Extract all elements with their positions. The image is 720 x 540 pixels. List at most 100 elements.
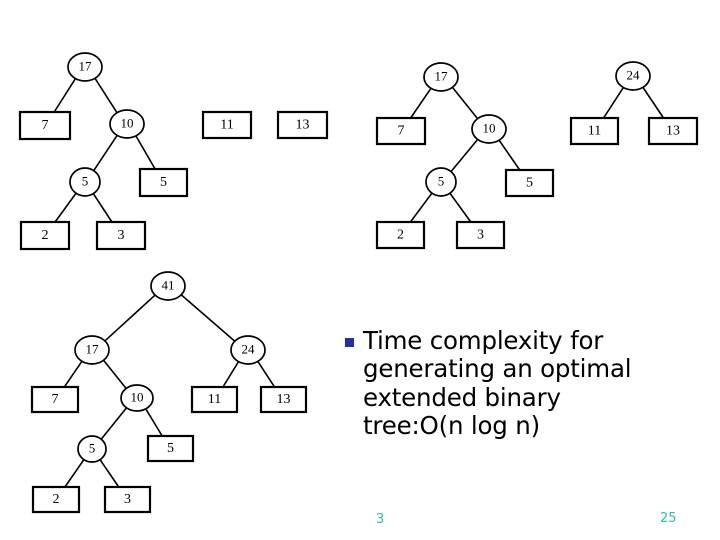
- tree-edge: [450, 138, 479, 173]
- leaf-node: 3: [103, 485, 152, 514]
- stage-3-final-tree: 41 17 24 7 10 11 13 5 5 2 3: [30, 271, 308, 514]
- tree-edge: [180, 293, 236, 343]
- internal-node: 5: [425, 167, 457, 197]
- tree-edge: [498, 139, 521, 171]
- node-label: 5: [438, 173, 445, 188]
- tree-edge: [448, 192, 472, 223]
- tree-edge: [92, 134, 119, 172]
- internal-node: 10: [120, 384, 154, 412]
- node-label: 3: [477, 228, 484, 243]
- tree-edges: [63, 293, 276, 488]
- node-rect-shape: [504, 168, 555, 198]
- tree-edge: [102, 359, 128, 390]
- internal-node: 10: [471, 114, 507, 144]
- tree-edge: [64, 458, 85, 488]
- node-circle-shape: [150, 271, 186, 301]
- node-rect-shape: [146, 434, 195, 463]
- leaf-node: 13: [259, 385, 308, 414]
- tree-edge: [63, 360, 83, 388]
- tree-edge: [451, 86, 479, 120]
- node-label: 10: [131, 389, 144, 404]
- node-label: 13: [666, 124, 680, 139]
- node-rect-shape: [31, 485, 81, 514]
- node-label: 7: [52, 392, 59, 407]
- node-circle-shape: [109, 109, 145, 139]
- bullet-paragraph: Time complexity for generating an optima…: [345, 326, 693, 441]
- node-label: 24: [242, 341, 256, 356]
- node-rect-shape: [647, 116, 699, 146]
- node-label: 5: [82, 173, 89, 188]
- node-rect-shape: [138, 167, 189, 198]
- tree-edge: [409, 192, 433, 223]
- node-rect-shape: [103, 485, 152, 514]
- leaf-node: 7: [30, 385, 80, 414]
- internal-node: 17: [67, 52, 103, 82]
- leaf-node: 11: [190, 385, 239, 414]
- tree-edge: [602, 86, 625, 119]
- internal-node: 17: [423, 62, 459, 92]
- node-rect-shape: [95, 220, 147, 251]
- leaf-node: 5: [138, 167, 189, 198]
- node-label: 3: [124, 492, 131, 507]
- tree-edge: [144, 407, 163, 437]
- node-circle-shape: [69, 167, 101, 197]
- node-label: 13: [277, 392, 291, 407]
- internal-node: 17: [74, 335, 110, 365]
- node-label: 2: [42, 228, 49, 243]
- node-circle-shape: [230, 335, 266, 365]
- internal-node: 24: [615, 61, 651, 91]
- tree-edge: [53, 77, 77, 113]
- node-label: 5: [160, 175, 167, 190]
- internal-node: 41: [150, 271, 186, 301]
- tree-edge: [134, 135, 156, 170]
- tree-edge: [92, 192, 113, 223]
- node-label: 11: [208, 392, 221, 407]
- leaf-node: 2: [375, 220, 426, 250]
- node-circle-shape: [77, 435, 107, 463]
- node-rect-shape: [190, 385, 239, 414]
- node-label: 5: [89, 440, 96, 455]
- internal-node: 5: [69, 167, 101, 197]
- tree-edges: [53, 77, 156, 223]
- node-label: 2: [53, 492, 60, 507]
- tree-edge: [99, 458, 120, 488]
- leaf-node: 3: [455, 220, 506, 250]
- slide-page-number: 25: [660, 511, 677, 526]
- node-label: 17: [79, 58, 93, 73]
- internal-node: 10: [109, 109, 145, 139]
- leaf-node: 5: [146, 434, 195, 463]
- node-label: 17: [86, 341, 100, 356]
- node-circle-shape: [471, 114, 507, 144]
- node-label: 13: [296, 118, 310, 133]
- leaf-node: 11: [569, 116, 620, 146]
- node-label: 24: [627, 67, 641, 82]
- leaf-node: 11: [201, 110, 253, 140]
- node-label: 5: [167, 441, 174, 456]
- tree-edge: [641, 86, 665, 119]
- node-rect-shape: [259, 385, 308, 414]
- node-rect-shape: [569, 116, 620, 146]
- node-circle-shape: [67, 52, 103, 82]
- node-rect-shape: [375, 220, 426, 250]
- leaf-node: 7: [375, 116, 427, 146]
- node-label: 11: [588, 124, 601, 139]
- node-rect-shape: [276, 110, 329, 140]
- leaf-node: 3: [95, 220, 147, 251]
- tree-edge: [409, 87, 432, 119]
- footer-left-number: 3: [376, 512, 385, 527]
- bullet-text: Time complexity for generating an optima…: [363, 326, 632, 441]
- node-circle-shape: [74, 335, 110, 365]
- node-label: 17: [435, 68, 449, 83]
- leaf-node: 2: [19, 220, 71, 251]
- node-label: 10: [483, 120, 496, 135]
- node-label: 7: [398, 124, 405, 139]
- tree-edge: [94, 77, 118, 114]
- internal-node: 24: [230, 335, 266, 365]
- node-rect-shape: [30, 385, 80, 414]
- node-circle-shape: [423, 62, 459, 92]
- leaf-node: 2: [31, 485, 81, 514]
- tree-edge: [222, 360, 240, 388]
